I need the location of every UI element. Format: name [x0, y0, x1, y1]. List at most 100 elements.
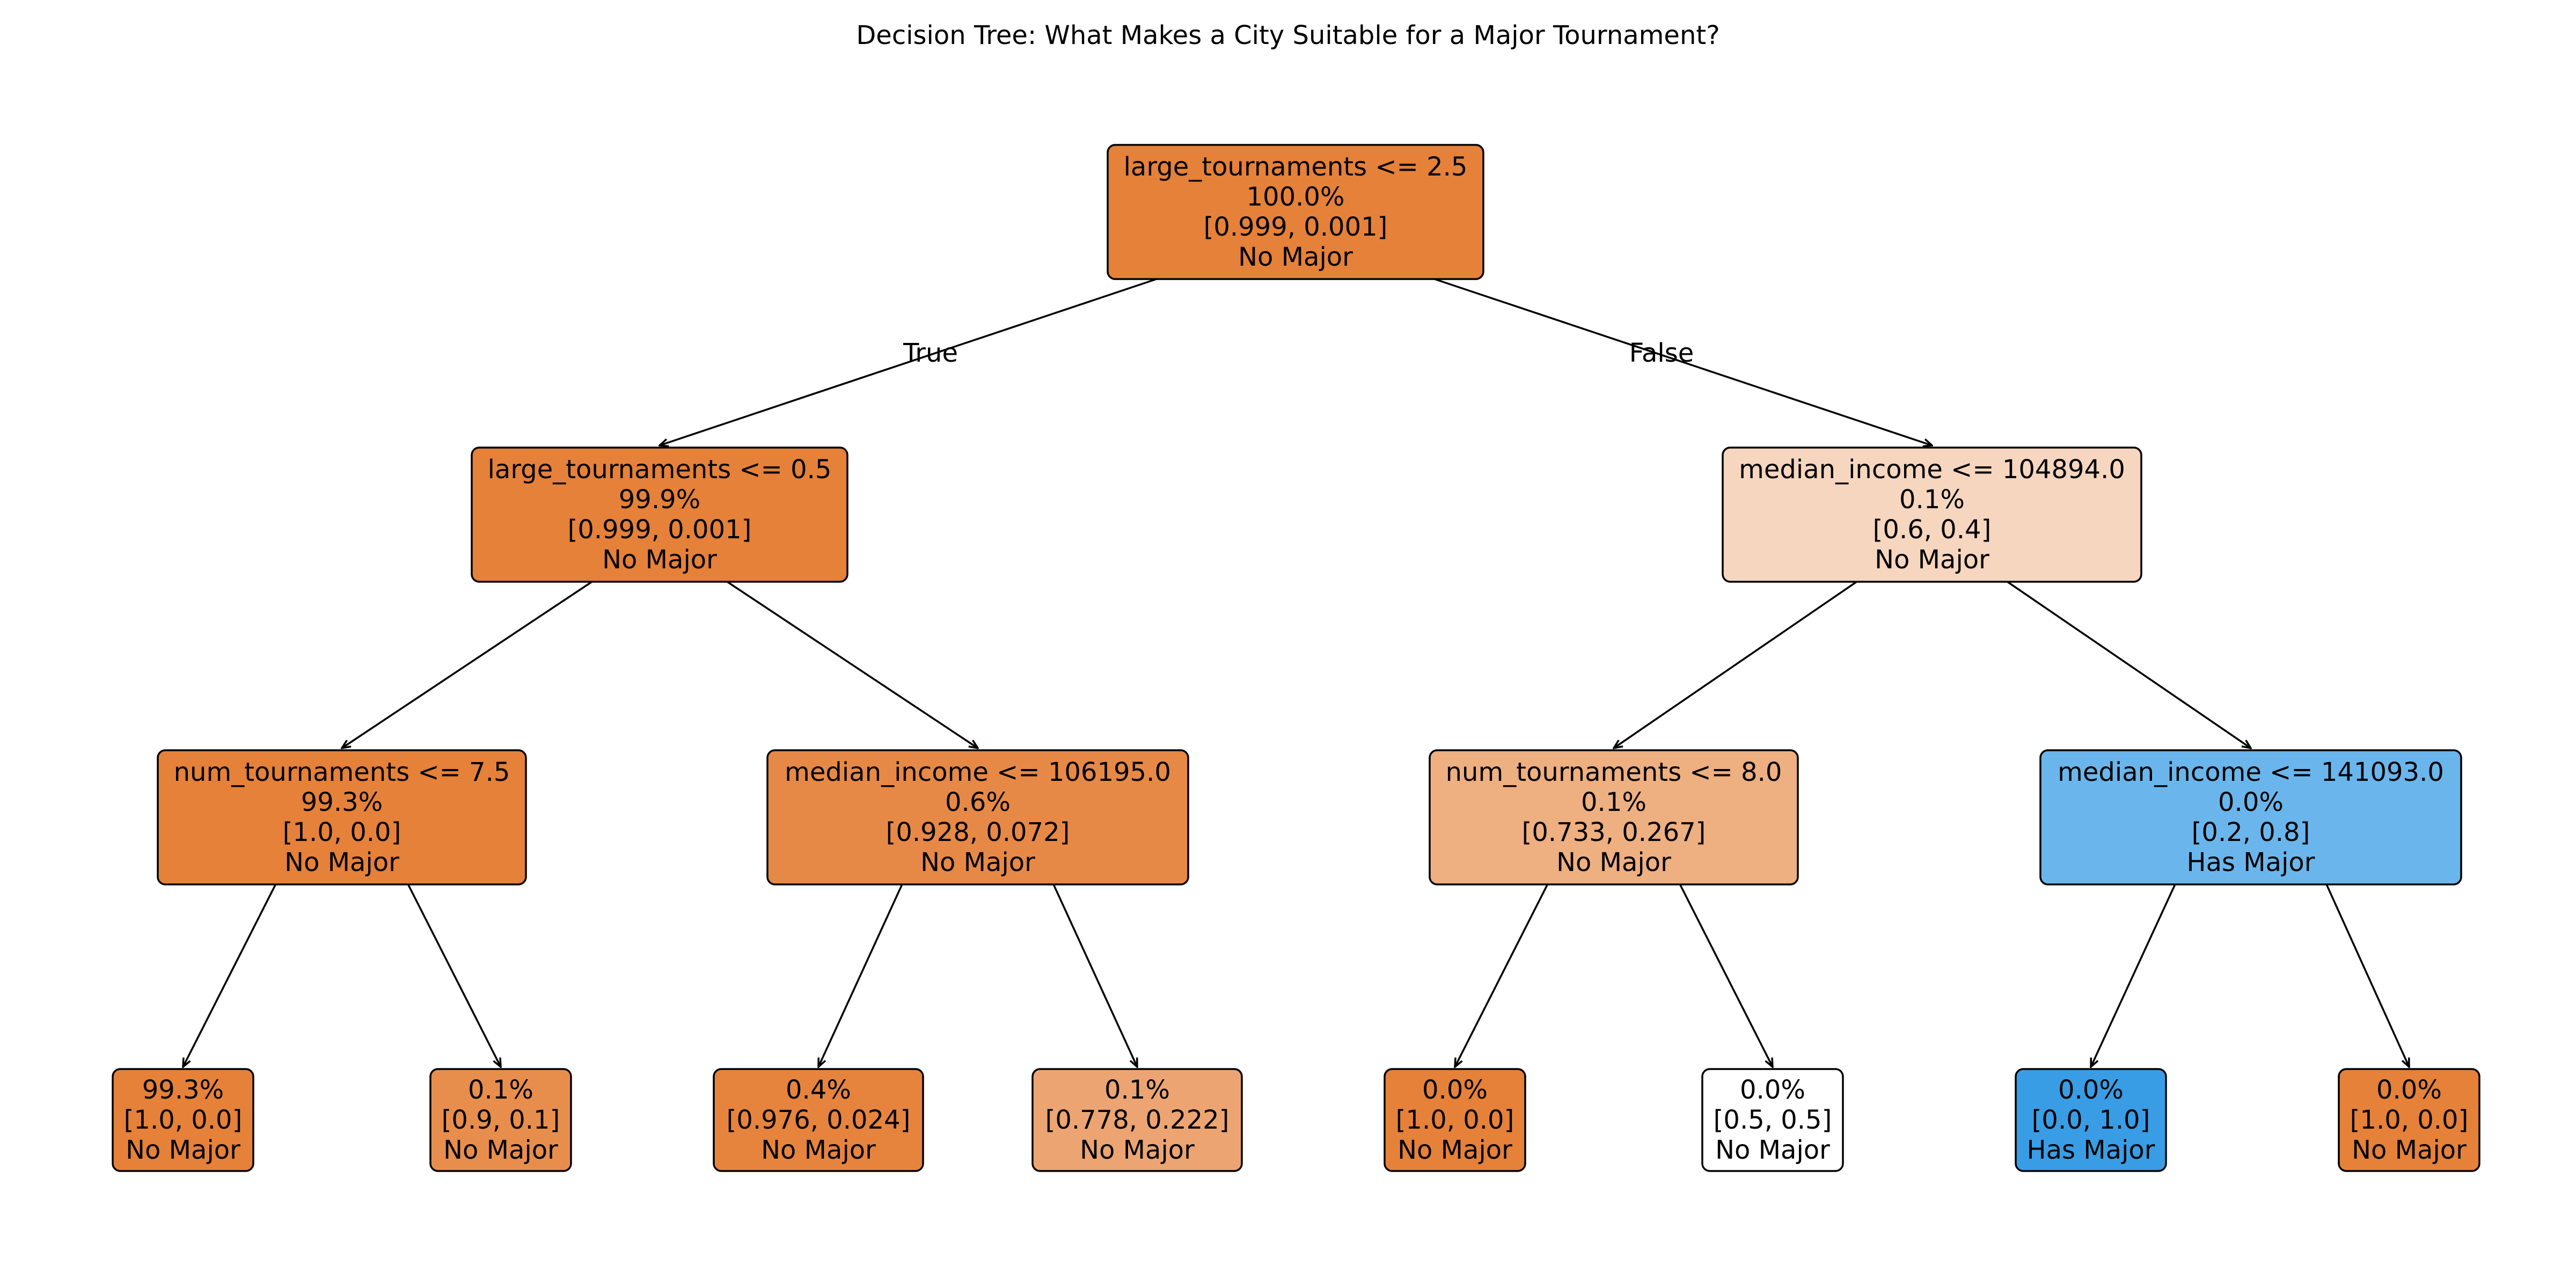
node-line: num_tournaments <= 7.5	[174, 757, 510, 787]
edge-n5-n12	[1679, 884, 1773, 1067]
node-line: num_tournaments <= 8.0	[1446, 757, 1782, 787]
node-line: No Major	[2352, 1135, 2467, 1165]
node-line: No Major	[761, 1135, 876, 1165]
node-line: 0.1%	[468, 1075, 533, 1105]
node-line: No Major	[602, 545, 717, 575]
node-line: 99.9%	[619, 485, 700, 515]
node-box	[429, 1068, 572, 1172]
tree-node-n4: median_income <= 106195.00.6%[0.928, 0.0…	[766, 749, 1189, 885]
chart-title: Decision Tree: What Makes a City Suitabl…	[856, 20, 1719, 50]
edge-n1-n4	[727, 581, 978, 748]
node-line: [1.0, 0.0]	[124, 1105, 243, 1135]
node-line: Has Major	[2186, 847, 2315, 877]
node-line: [1.0, 0.0]	[2350, 1105, 2469, 1135]
edge-n6-n13	[2091, 884, 2176, 1067]
tree-node-n11: 0.0%[1.0, 0.0]No Major	[1384, 1068, 1526, 1172]
node-line: No Major	[1875, 545, 1989, 575]
node-box	[1429, 749, 1799, 885]
node-line: 0.1%	[1104, 1075, 1170, 1105]
node-line: No Major	[1080, 1135, 1195, 1165]
tree-node-n2: median_income <= 104894.00.1%[0.6, 0.4]N…	[1722, 447, 2142, 583]
edge-n5-n11	[1455, 884, 1549, 1067]
node-line: 99.3%	[301, 787, 383, 817]
tree-node-n10: 0.1%[0.778, 0.222]No Major	[1031, 1068, 1243, 1172]
node-line: 0.0%	[2376, 1075, 2442, 1105]
tree-node-n3: num_tournaments <= 7.599.3%[1.0, 0.0]No …	[157, 749, 527, 885]
node-line: No Major	[443, 1135, 558, 1165]
node-line: [0.5, 0.5]	[1714, 1105, 1832, 1135]
edge-n6-n14	[2325, 884, 2409, 1067]
node-line: [0.928, 0.072]	[886, 817, 1070, 847]
tree-node-n8: 0.1%[0.9, 0.1]No Major	[429, 1068, 572, 1172]
node-line: [0.733, 0.267]	[1522, 817, 1706, 847]
edge-n0-n2	[1434, 278, 1932, 445]
node-line: No Major	[1238, 242, 1353, 272]
node-line: [0.6, 0.4]	[1873, 515, 1992, 545]
node-line: 100.0%	[1246, 182, 1344, 212]
node-box	[471, 447, 848, 583]
node-line: 99.3%	[142, 1075, 224, 1105]
node-line: [1.0, 0.0]	[1396, 1105, 1514, 1135]
node-line: [0.999, 0.001]	[568, 515, 752, 545]
node-line: large_tournaments <= 0.5	[488, 455, 832, 485]
node-box	[2015, 1068, 2167, 1172]
edge-label-false: False	[1629, 338, 1694, 368]
node-line: [0.976, 0.024]	[727, 1105, 911, 1135]
node-line: large_tournaments <= 2.5	[1124, 152, 1468, 182]
node-line: 0.1%	[1581, 787, 1646, 817]
edge-n3-n8	[407, 884, 501, 1067]
node-line: [0.0, 1.0]	[2032, 1105, 2150, 1135]
tree-node-n7: 99.3%[1.0, 0.0]No Major	[112, 1068, 254, 1172]
node-box	[157, 749, 527, 885]
edge-n4-n9	[818, 884, 903, 1067]
node-line: No Major	[920, 847, 1035, 877]
tree-node-n1: large_tournaments <= 0.599.9%[0.999, 0.0…	[471, 447, 848, 583]
node-line: 0.0%	[2218, 787, 2284, 817]
edge-n2-n6	[2007, 581, 2251, 748]
tree-node-n5: num_tournaments <= 8.00.1%[0.733, 0.267]…	[1429, 749, 1799, 885]
node-line: 0.0%	[1422, 1075, 1488, 1105]
node-line: No Major	[284, 847, 399, 877]
node-box	[1722, 447, 2142, 583]
node-line: 0.0%	[2058, 1075, 2124, 1105]
tree-node-n14: 0.0%[1.0, 0.0]No Major	[2338, 1068, 2480, 1172]
node-line: [1.0, 0.0]	[283, 817, 401, 847]
edge-n0-n1	[660, 278, 1157, 445]
edge-n4-n10	[1052, 884, 1137, 1067]
node-line: median_income <= 104894.0	[1739, 455, 2125, 485]
edge-n2-n5	[1614, 581, 1857, 748]
tree-node-n13: 0.0%[0.0, 1.0]Has Major	[2015, 1068, 2167, 1172]
node-line: Has Major	[2026, 1135, 2155, 1165]
edges-layer	[183, 278, 2409, 1067]
node-line: No Major	[1556, 847, 1671, 877]
node-line: [0.9, 0.1]	[442, 1105, 560, 1135]
tree-node-n6: median_income <= 141093.00.0%[0.2, 0.8]H…	[2039, 749, 2462, 885]
node-box	[1701, 1068, 1844, 1172]
edge-n1-n3	[342, 581, 592, 748]
node-line: No Major	[1715, 1135, 1830, 1165]
node-line: [0.999, 0.001]	[1204, 212, 1388, 242]
node-line: 0.4%	[786, 1075, 851, 1105]
node-line: [0.778, 0.222]	[1045, 1105, 1230, 1135]
node-line: No Major	[1397, 1135, 1512, 1165]
tree-node-n12: 0.0%[0.5, 0.5]No Major	[1701, 1068, 1844, 1172]
node-line: [0.2, 0.8]	[2192, 817, 2310, 847]
tree-node-n9: 0.4%[0.976, 0.024]No Major	[713, 1068, 924, 1172]
node-line: median_income <= 106195.0	[785, 757, 1171, 787]
node-line: 0.0%	[1740, 1075, 1805, 1105]
node-line: 0.1%	[1899, 485, 1965, 515]
edge-label-true: True	[903, 338, 958, 368]
node-box	[2039, 749, 2462, 885]
node-box	[766, 749, 1189, 885]
edge-n3-n7	[183, 884, 277, 1067]
edge-labels-layer: True False	[903, 338, 1694, 368]
node-box	[1384, 1068, 1526, 1172]
node-line: median_income <= 141093.0	[2058, 757, 2444, 787]
node-box	[713, 1068, 924, 1172]
node-box	[2338, 1068, 2480, 1172]
node-box	[1107, 144, 1484, 280]
node-line: No Major	[126, 1135, 240, 1165]
